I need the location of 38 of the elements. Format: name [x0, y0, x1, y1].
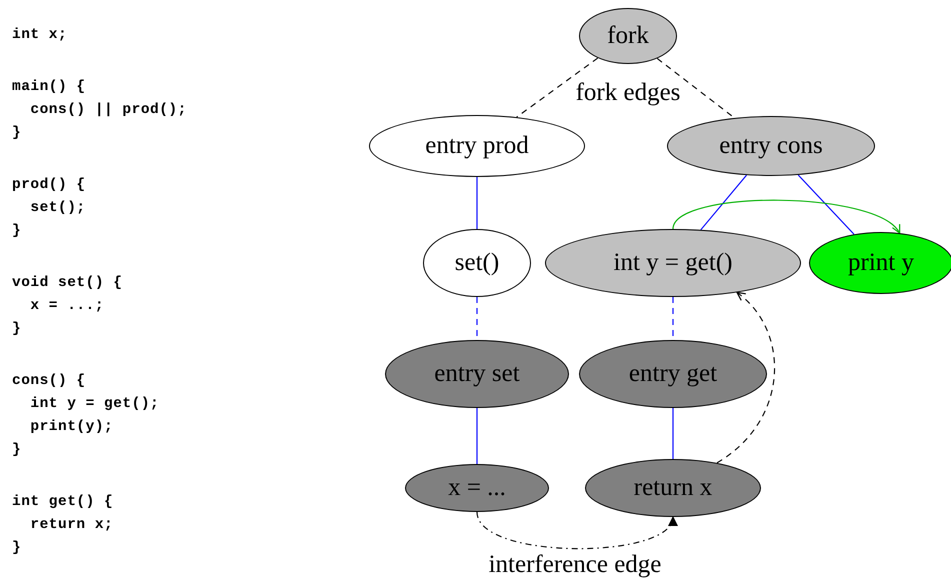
connector-line [656, 58, 735, 118]
code-line: int x; [12, 27, 68, 43]
code-line: prod() { [12, 177, 86, 193]
code-line: int get() { [12, 494, 114, 510]
code-line: } [12, 540, 22, 556]
node-label: entry cons [719, 132, 823, 160]
node-label: int y = get() [614, 249, 732, 277]
arrow [672, 200, 900, 234]
arrow [716, 292, 775, 464]
code-line: } [12, 442, 22, 458]
code-line: set(); [29, 200, 86, 216]
code-line: cons() || prod(); [29, 102, 187, 118]
code-line: print(y); [29, 419, 114, 435]
connector-line [798, 174, 854, 235]
node-label: entry get [628, 360, 718, 388]
code-line: x = ...; [29, 298, 104, 314]
code-line: } [12, 125, 22, 141]
node-label: print y [848, 249, 914, 277]
code-line: return x; [29, 517, 114, 533]
node-label: set() [454, 249, 500, 277]
node-label: entry prod [425, 132, 529, 160]
code-line: void set() { [12, 275, 122, 291]
code-line: } [12, 321, 22, 337]
connector-line [672, 408, 674, 459]
node-label: x = ... [448, 474, 506, 502]
connector-line [700, 174, 747, 230]
connector-line [476, 177, 478, 229]
node-label: fork [607, 22, 649, 50]
connector-line [476, 408, 478, 464]
code-line: cons() { [12, 373, 86, 389]
edge-group-label: fork edges [574, 79, 682, 106]
edge-label: interference edge [486, 551, 664, 578]
code-line: int y = get(); [29, 396, 160, 412]
connector-line [516, 58, 598, 118]
code-line: main() { [12, 79, 86, 95]
node-label: return x [634, 474, 712, 502]
code-line: } [12, 223, 22, 239]
node-label: entry set [434, 360, 520, 388]
